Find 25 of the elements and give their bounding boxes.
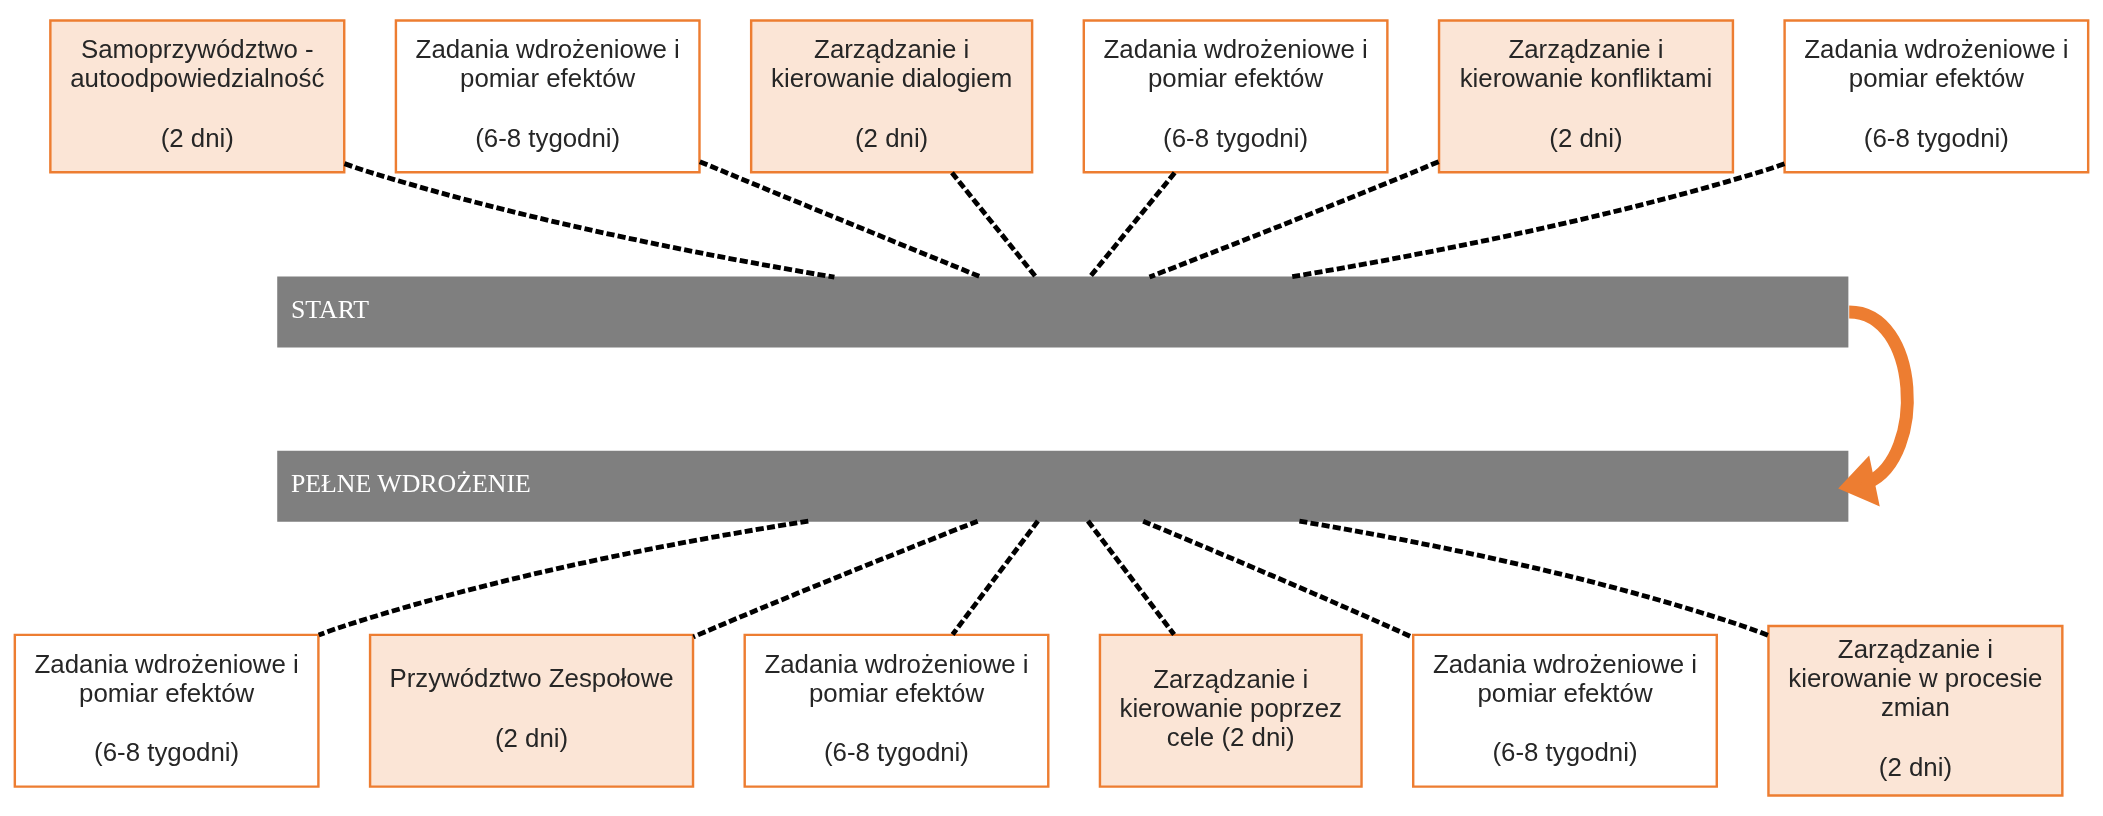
connector [950,171,1038,279]
node-box: PEŁNE WDROŻENIE [277,450,1849,522]
node-box: Zadania wdrożeniowe i pomiar efektów (6-8 tygodni) [394,19,701,174]
connector [1088,171,1177,279]
node-box: Zadania wdrożeniowe i pomiar efektów (6-8 tygodni) [1412,633,1718,788]
node-box: Zadania wdrożeniowe i pomiar efektów (6-8 tygodni) [743,633,1050,788]
connector [1148,159,1440,280]
node-box: Przywództwo Zespołowe (2 dni) [368,633,695,788]
node-box: Zadania wdrożeniowe i pomiar efektów (6-8 tygodni) [1783,19,2090,174]
node-box: Zarządzanie i kierowanie w procesie zmian (2 dni) [1767,624,2064,797]
node-box: Zadania wdrożeniowe i pomiar efektów (6-8 tygodni) [13,633,320,788]
node-box: Samoprzywództwo - autoodpowiedzialność (2 dni) [49,19,346,174]
connector [343,161,835,280]
node-box: START [277,276,1849,348]
node-box: Zarządzanie i kierowanie konfliktami (2 dni) [1437,19,1735,174]
connector [1299,518,1770,638]
connector [692,518,979,640]
connector [1289,161,1786,280]
connector [698,159,982,280]
node-box: Zadania wdrożeniowe i pomiar efektów (6-8 tygodni) [1082,19,1389,174]
connector [317,518,809,638]
connector [950,519,1040,636]
node-box: Zarządzanie i kierowanie dialogiem (2 dni) [749,19,1034,174]
node-box: Zarządzanie i kierowanie poprzez cele (2 dni) [1098,633,1363,788]
connector [1086,519,1176,636]
